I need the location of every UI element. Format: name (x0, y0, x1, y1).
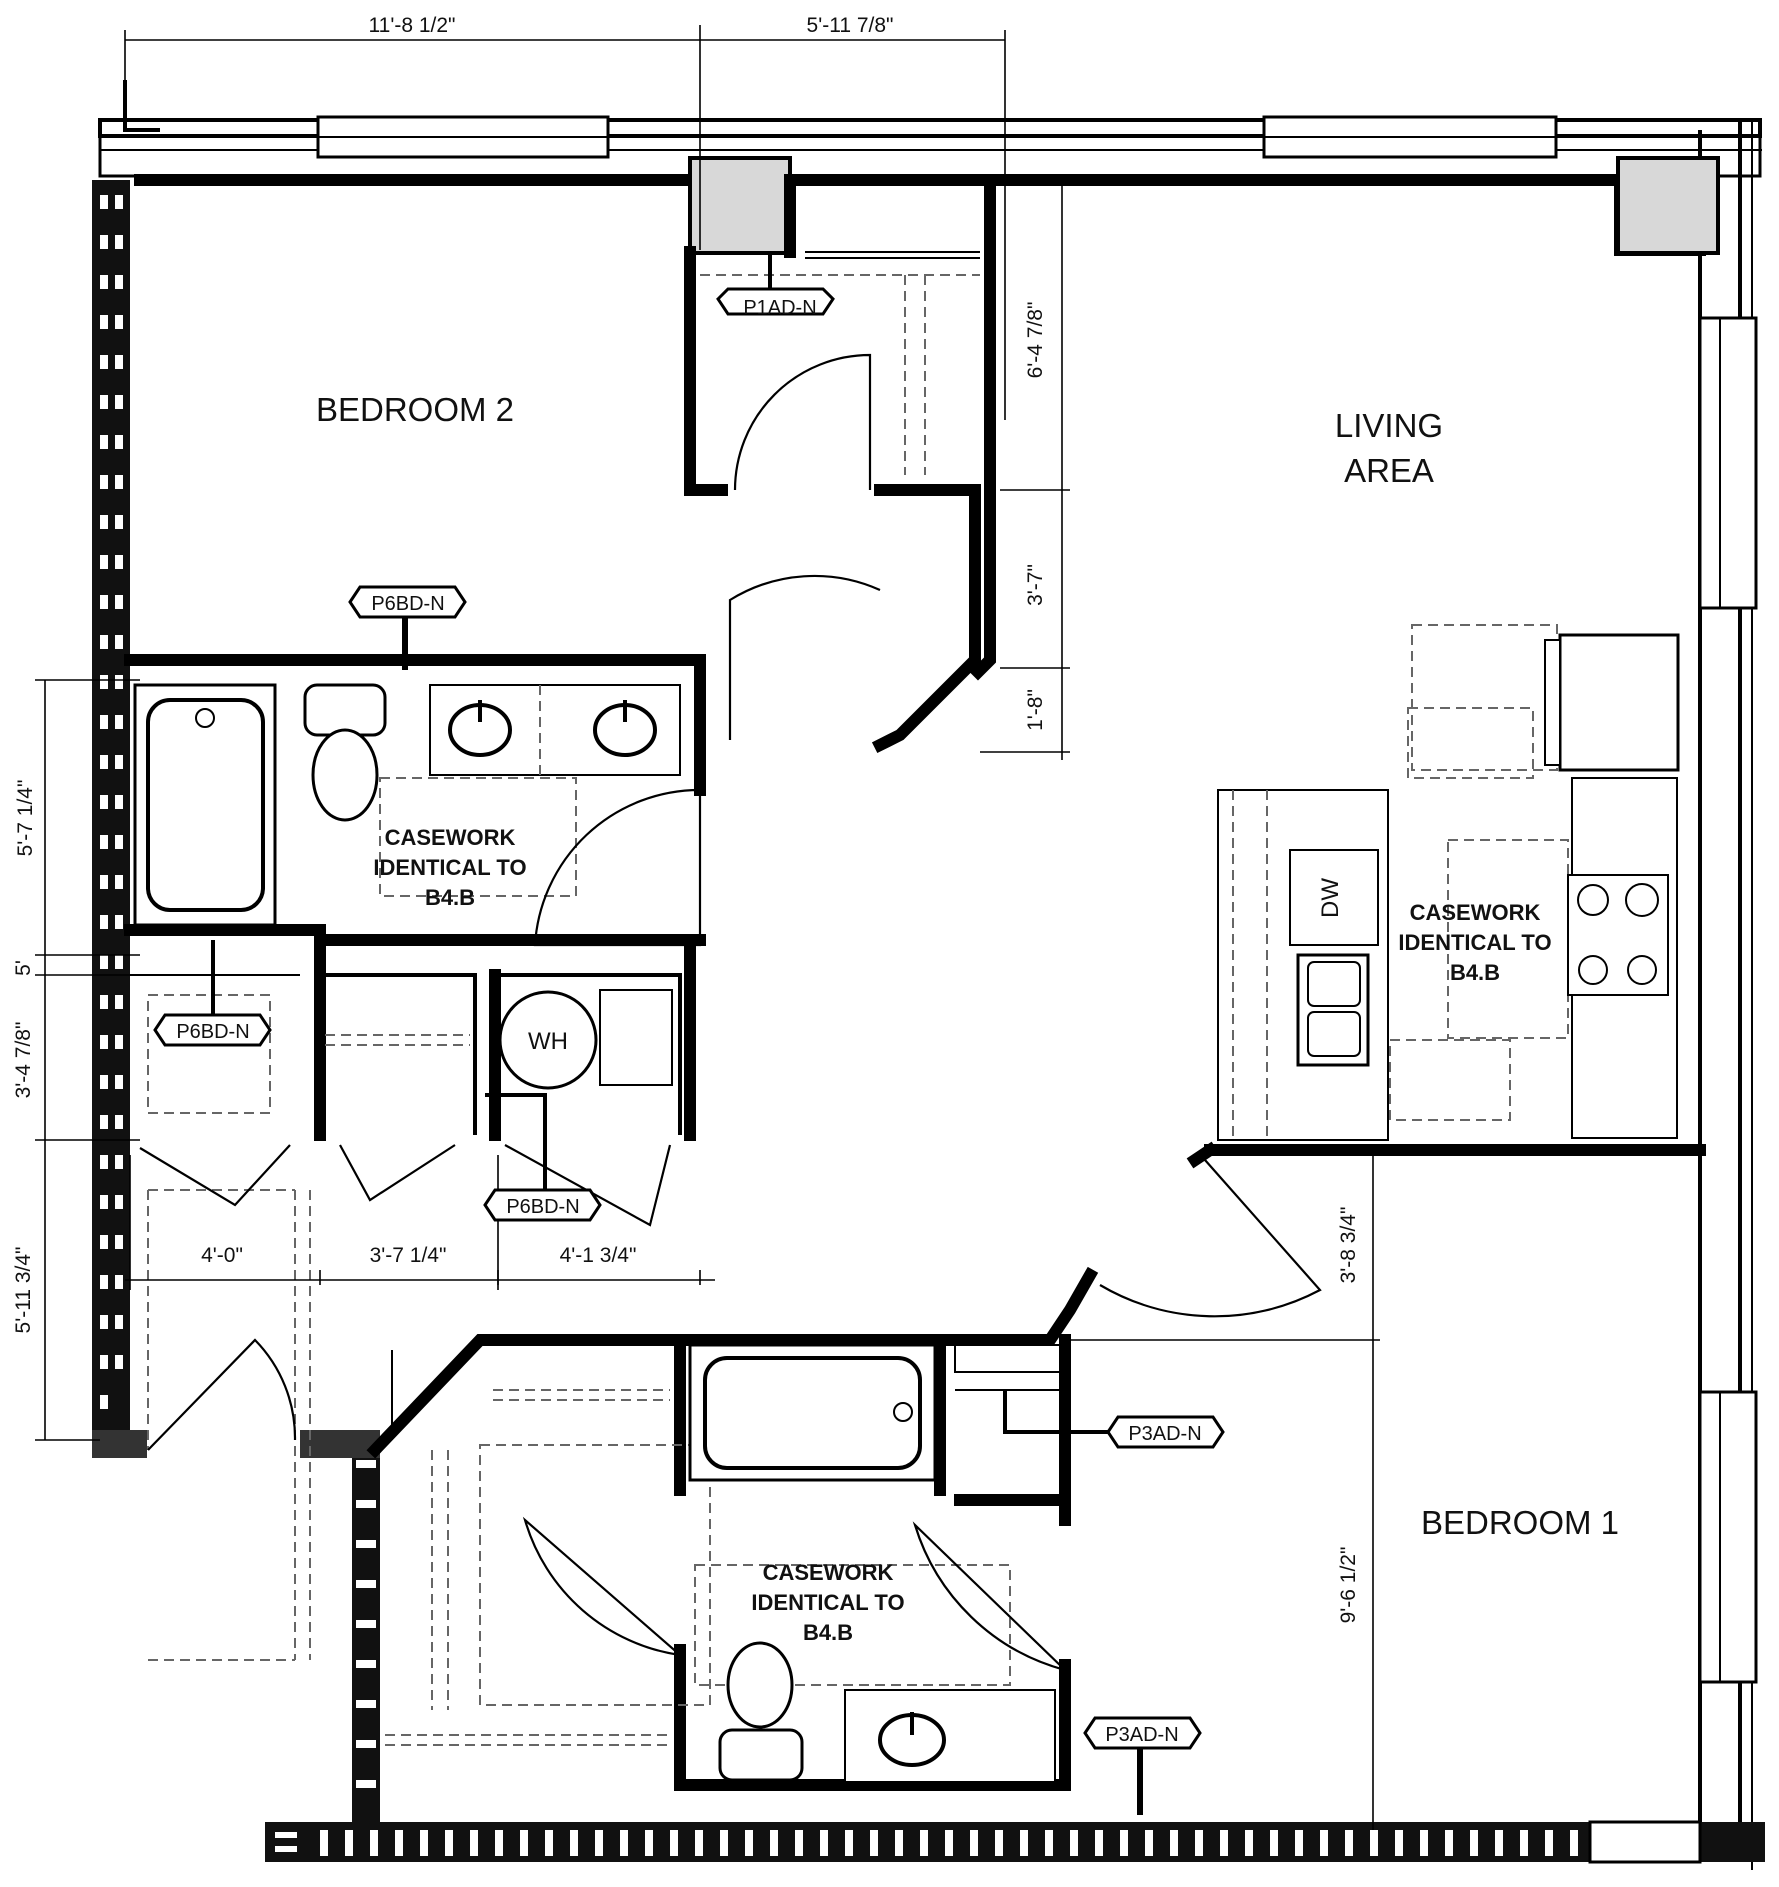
column-top-right (1616, 156, 1720, 255)
bathtub-bath2 (133, 683, 277, 927)
room-label-bedroom1: BEDROOM 1 (1421, 1504, 1619, 1541)
bath2-fixtures (133, 683, 681, 927)
water-heater (498, 990, 598, 1090)
bedroom1-door (1099, 1159, 1322, 1318)
bedroom2-door (728, 574, 881, 740)
dishwasher (1289, 849, 1379, 946)
bath1-fixtures (688, 1343, 1056, 1783)
casework-note-line: IDENTICAL TO (373, 855, 526, 880)
dim-closet-height: 6'-4 7/8" (1024, 302, 1047, 379)
dishwasher-label: DW (1317, 878, 1344, 918)
dim-closet-w3: 4'-1 3/4" (560, 1244, 637, 1267)
dim-hall-3-7: 3'-7" (1024, 564, 1047, 606)
door-tag-label: P1AD-N (743, 297, 816, 319)
toilet-bath2 (303, 683, 387, 737)
exterior-walls (92, 80, 1765, 1870)
door-tag-p1ad: P1AD-N (716, 252, 835, 319)
column-top-center (688, 156, 792, 255)
interior-walls (124, 174, 1706, 1791)
casework-note-line: B4.B (1450, 960, 1500, 985)
room-label-bedroom2: BEDROOM 2 (316, 391, 514, 428)
left-exterior-wall (92, 180, 130, 1430)
dim-left-entry: 5'-11 3/4" (12, 1247, 35, 1334)
dimension-lines (35, 25, 1380, 1830)
casework-note-line: B4.B (425, 885, 475, 910)
door-tag-p6bd-bottom: P6BD-N (483, 1093, 602, 1222)
door-tag-p6bd-top: P6BD-N (348, 585, 467, 670)
casework-note-line: CASEWORK (1410, 900, 1541, 925)
closet-door-top (733, 353, 872, 491)
dim-bed1-lower: 9'-6 1/2" (1337, 1547, 1360, 1624)
toilet-bath1 (726, 1641, 794, 1729)
vanity-bath2 (429, 684, 681, 776)
door-tag-label: P3AD-N (1105, 1724, 1178, 1746)
dim-top-right: 5'-11 7/8" (807, 14, 894, 37)
casework-note-line: IDENTICAL TO (751, 1590, 904, 1615)
dim-closet-w2: 3'-7 1/4" (370, 1244, 447, 1267)
dim-hall-1-8: 1'-8" (1024, 689, 1047, 731)
bath2-door (533, 788, 702, 947)
kitchen-sink (1296, 953, 1370, 1067)
closet-door-bedroom1 (912, 1521, 1066, 1672)
dim-left-5: 5' (12, 960, 35, 976)
kitchen: DW (1217, 633, 1680, 1141)
bottom-exterior-wall (265, 1822, 1765, 1862)
door-tag-label: P3AD-N (1128, 1423, 1201, 1445)
door-tag-p3ad-upper: P3AD-N (1003, 1390, 1225, 1449)
casework-note-bath2: CASEWORK IDENTICAL TO B4.B (373, 825, 526, 910)
door-tag-label: P6BD-N (371, 593, 444, 615)
door-tag-label: P6BD-N (176, 1021, 249, 1043)
range (1567, 874, 1669, 996)
entry-door (147, 1338, 297, 1451)
hvac-unit (599, 989, 673, 1086)
refrigerator (1558, 633, 1680, 772)
window-right-top (1698, 316, 1758, 610)
dim-left-bath: 5'-7 1/4" (14, 780, 37, 857)
door-tag-label: P6BD-N (506, 1196, 579, 1218)
casework-note-line: CASEWORK (763, 1560, 894, 1585)
door-tag-p3ad-lower: P3AD-N (1083, 1716, 1202, 1815)
casework-note-line: CASEWORK (385, 825, 516, 850)
vanity-bath1 (844, 1689, 1056, 1783)
bath1-door (522, 1516, 681, 1657)
dim-closet-w1: 4'-0" (201, 1244, 243, 1267)
casework-note-kitchen: CASEWORK IDENTICAL TO B4.B (1398, 900, 1551, 985)
window-right-bottom (1698, 1390, 1758, 1684)
room-label-living-line2: AREA (1344, 452, 1434, 489)
casework-note-bath1: CASEWORK IDENTICAL TO B4.B (751, 1560, 904, 1645)
casework-note-line: IDENTICAL TO (1398, 930, 1551, 955)
water-heater-label: WH (528, 1028, 568, 1055)
dim-top-left: 11'-8 1/2" (369, 14, 456, 37)
door-tag-p6bd-left: P6BD-N (153, 940, 272, 1047)
bathtub-bath1 (688, 1343, 937, 1482)
dim-bed1-upper: 3'-8 3/4" (1337, 1207, 1360, 1284)
casework-note-line: B4.B (803, 1620, 853, 1645)
room-label-living-line1: LIVING (1335, 407, 1443, 444)
doors (139, 353, 1322, 1672)
dim-left-closet: 3'-4 7/8" (12, 1022, 35, 1099)
